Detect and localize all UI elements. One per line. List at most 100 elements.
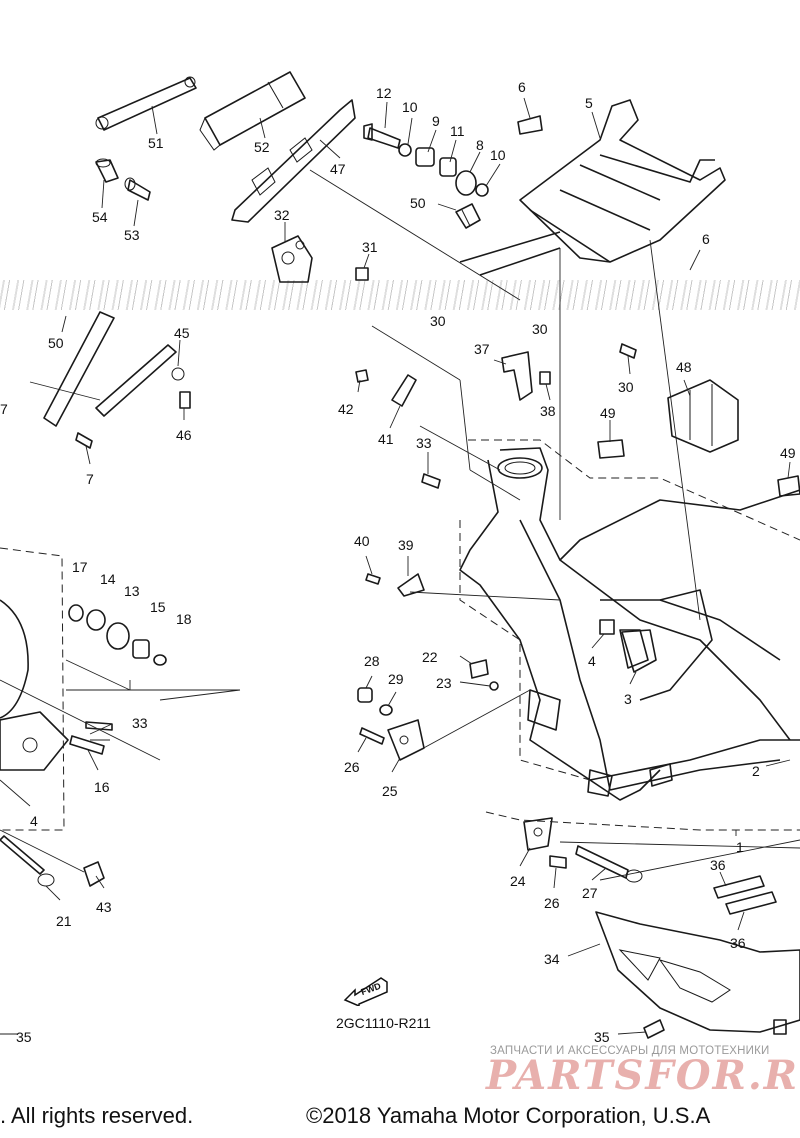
assembly-outline-frame bbox=[468, 439, 800, 541]
part-4-bolt bbox=[599, 619, 615, 635]
leader-lines bbox=[0, 97, 800, 1035]
callout-11: 11 bbox=[450, 123, 465, 139]
copyright-right: ©2018 Yamaha Motor Corporation, U.S.A bbox=[306, 1103, 711, 1128]
callout-53: 53 bbox=[124, 227, 140, 243]
part-10-washer-2 bbox=[475, 183, 489, 197]
part-46-bolt bbox=[179, 391, 191, 409]
callout-41: 41 bbox=[378, 431, 394, 447]
callout-21: 21 bbox=[56, 913, 72, 929]
part-12-bolt bbox=[363, 123, 401, 149]
part-48-guard bbox=[667, 379, 739, 453]
watermark-tagline: ЗАПЧАСТИ И АКСЕССУАРЫ ДЛЯ МОТОТЕХНИКИ bbox=[490, 1045, 770, 1057]
callout-50-left: 50 bbox=[48, 335, 64, 351]
callout-27: 27 bbox=[582, 885, 598, 901]
part-38-screw bbox=[539, 371, 551, 385]
callout-36-b: 36 bbox=[730, 935, 746, 951]
callout-42: 42 bbox=[338, 401, 354, 417]
callout-15: 15 bbox=[150, 599, 166, 615]
callout-30-c: 30 bbox=[430, 313, 446, 329]
callout-4: 4 bbox=[588, 653, 596, 669]
callout-labels: 1 2 3 4 4 5 6 6 7 7 8 9 10 10 11 12 13 1… bbox=[0, 79, 796, 1045]
callout-12: 12 bbox=[376, 85, 392, 101]
drawing-code: 2GC1110-R211 bbox=[336, 1015, 431, 1031]
callout-18: 18 bbox=[176, 611, 192, 627]
torn-edge-separator bbox=[0, 280, 800, 310]
part-mount-rear bbox=[649, 763, 673, 787]
part-32-bracket bbox=[271, 235, 313, 283]
callout-30-b: 30 bbox=[618, 379, 634, 395]
part-24-bracket bbox=[523, 817, 553, 851]
callout-51: 51 bbox=[148, 135, 164, 151]
part-22-nut bbox=[469, 659, 489, 679]
callout-6-right: 6 bbox=[702, 231, 710, 247]
callout-46: 46 bbox=[176, 427, 192, 443]
callout-9: 9 bbox=[432, 113, 440, 129]
part-3-bracket bbox=[621, 629, 657, 673]
part-33-bolt bbox=[421, 473, 441, 489]
part-engine-mount-left bbox=[0, 599, 29, 719]
copyright-left: . All rights reserved. bbox=[0, 1103, 194, 1128]
part-36-pads bbox=[713, 875, 777, 915]
part-23-washer bbox=[489, 681, 499, 691]
callout-38: 38 bbox=[540, 403, 556, 419]
callout-28: 28 bbox=[364, 653, 380, 669]
part-53-bolt bbox=[124, 177, 151, 201]
callout-52: 52 bbox=[254, 139, 270, 155]
callout-17: 17 bbox=[72, 559, 88, 575]
callout-26-lower: 26 bbox=[544, 895, 560, 911]
callout-37: 37 bbox=[474, 341, 490, 357]
callout-45: 45 bbox=[174, 325, 190, 341]
callout-6: 6 bbox=[518, 79, 526, 95]
part-26-bolt-lower bbox=[549, 855, 567, 869]
callout-49-right: 49 bbox=[780, 445, 796, 461]
part-34-skid-plate bbox=[595, 911, 800, 1033]
callout-35: 35 bbox=[594, 1029, 610, 1045]
part-29-washer bbox=[379, 704, 393, 716]
callout-7-left: 7 bbox=[0, 401, 8, 417]
callout-2: 2 bbox=[752, 763, 760, 779]
watermark-logo: PARTSFOR.RU bbox=[486, 1052, 800, 1099]
callout-50: 50 bbox=[410, 195, 426, 211]
part-45-rod bbox=[95, 344, 185, 417]
callout-34: 34 bbox=[544, 951, 560, 967]
part-43-bolt bbox=[83, 861, 105, 887]
callout-31: 31 bbox=[362, 239, 378, 255]
part-7-bolt bbox=[75, 432, 93, 449]
assembly-outline-frame-left bbox=[459, 520, 591, 781]
part-40-screw bbox=[365, 573, 381, 585]
part-1-main-frame bbox=[459, 447, 800, 801]
fwd-arrow-icon: FWD bbox=[343, 977, 388, 1006]
callout-24: 24 bbox=[510, 873, 526, 889]
callout-4-left: 4 bbox=[30, 813, 38, 829]
callout-16: 16 bbox=[94, 779, 110, 795]
callout-3: 3 bbox=[624, 691, 632, 707]
callout-13: 13 bbox=[124, 583, 140, 599]
part-51-wrench bbox=[95, 76, 197, 131]
part-50-rail bbox=[43, 311, 115, 427]
callout-32: 32 bbox=[274, 207, 290, 223]
callout-30-a: 30 bbox=[532, 321, 548, 337]
callout-5: 5 bbox=[585, 95, 593, 111]
callout-47: 47 bbox=[330, 161, 346, 177]
callout-25: 25 bbox=[382, 783, 398, 799]
callout-54: 54 bbox=[92, 209, 108, 225]
callout-36-a: 36 bbox=[710, 857, 726, 873]
part-37-bracket bbox=[501, 351, 533, 401]
callout-49: 49 bbox=[600, 405, 616, 421]
part-42-bolt bbox=[355, 369, 369, 383]
assembly-outline-frame-lower bbox=[485, 811, 800, 831]
part-4-bracket-left bbox=[0, 711, 69, 771]
callout-1: 1 bbox=[736, 839, 744, 855]
part-10-washer bbox=[398, 143, 412, 157]
callout-10: 10 bbox=[402, 99, 418, 115]
callout-33: 33 bbox=[416, 435, 432, 451]
part-49-clip-right bbox=[777, 475, 800, 497]
part-11-collar bbox=[439, 157, 457, 177]
part-35-bolt-right bbox=[773, 1019, 787, 1035]
callout-23: 23 bbox=[436, 675, 452, 691]
part-5-rear-subframe bbox=[459, 99, 726, 276]
part-engine-mount-lower bbox=[587, 769, 613, 797]
assembly-outline-left bbox=[0, 547, 65, 831]
callout-39: 39 bbox=[398, 537, 414, 553]
callout-22: 22 bbox=[422, 649, 438, 665]
